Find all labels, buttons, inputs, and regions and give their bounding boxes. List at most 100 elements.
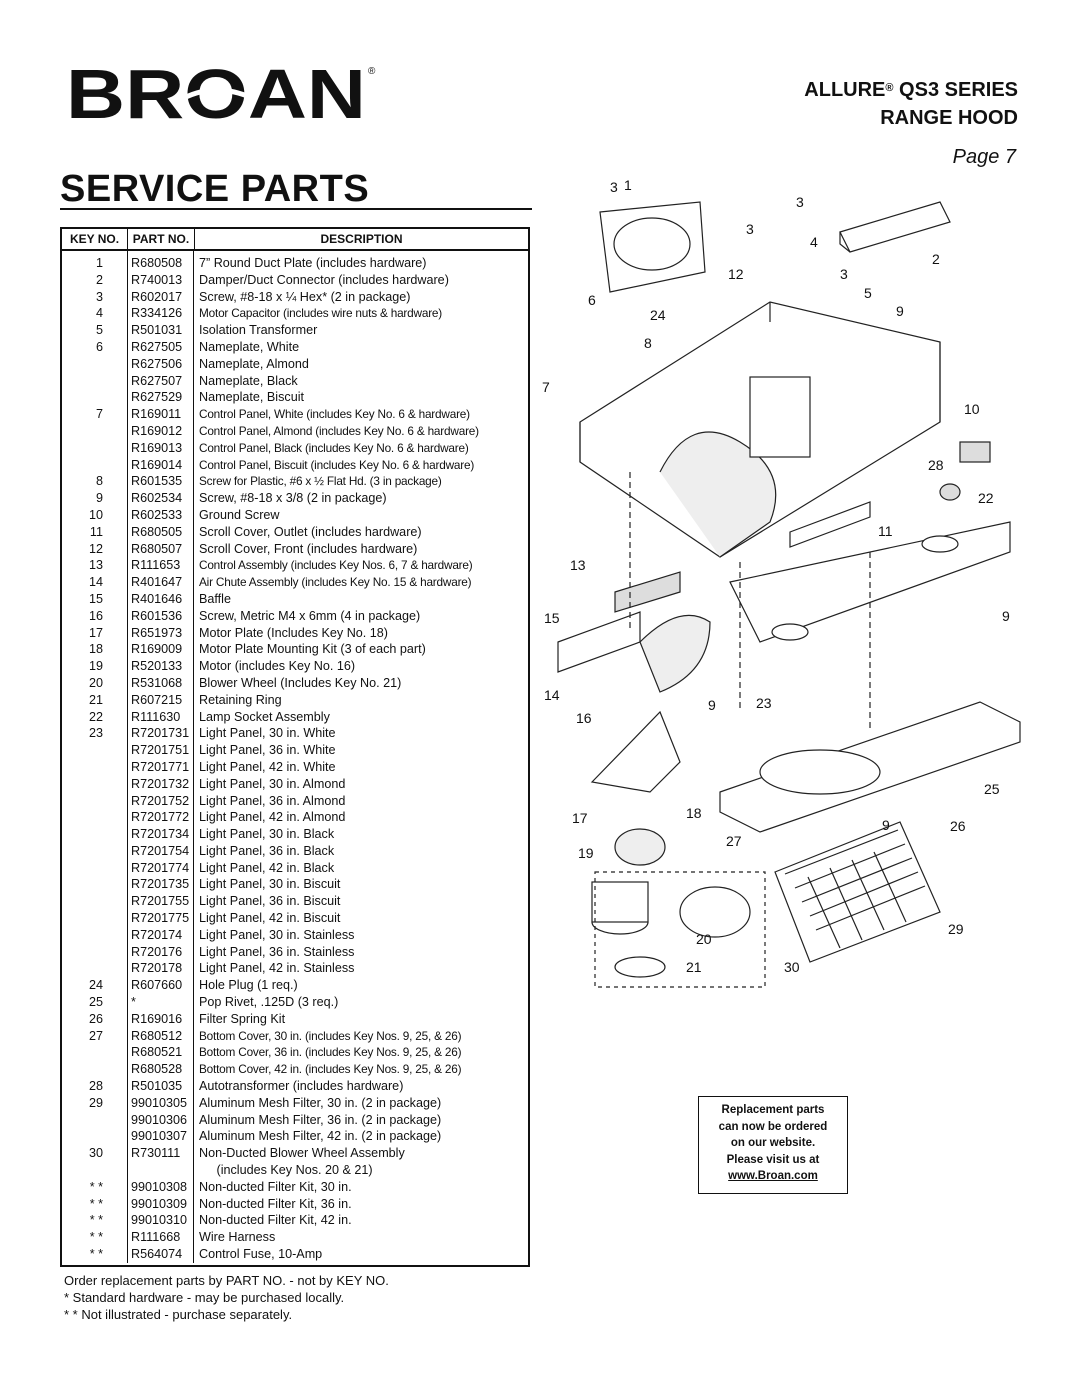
key-no-cell: 21 [88,692,103,707]
svg-text:3: 3 [796,194,804,210]
key-no-cell: 14 [88,575,103,590]
description-cell: Control Fuse, 10-Amp [199,1247,323,1262]
key-no-cell [62,809,127,826]
description-cell: Blower Wheel (Includes Key No. 21) [199,675,402,690]
key-no-cell [62,960,127,977]
part-no-cell: R7201732 [131,776,190,791]
part-no-cell: 99010310 [131,1213,188,1228]
key-no-cell [62,826,127,843]
description-cell: Light Panel, 36 in. Biscuit [199,894,341,909]
description-cell: Motor (includes Key No. 16) [199,659,356,674]
key-no-cell: 23 [88,726,103,741]
part-no-cell: R720178 [131,961,183,976]
key-no-cell: 8 [95,474,103,489]
part-no-cell: 99010305 [131,1095,188,1110]
part-no-cell: R627529 [131,390,183,405]
description-cell: Light Panel, 30 in. Black [199,827,335,842]
part-no-cell: R7201731 [131,726,190,741]
svg-text:14: 14 [544,687,560,703]
svg-text:11: 11 [878,523,893,539]
key-no-cell [62,843,127,860]
svg-text:18: 18 [686,805,702,821]
part-no-cell: R7201735 [131,877,190,892]
key-no-cell [62,759,127,776]
key-no-cell: 9 [95,491,103,506]
svg-text:9: 9 [896,303,904,319]
part-no-cell: R169014 [131,457,183,472]
key-no-cell: 16 [88,608,103,623]
part-no-cell: R111630 [131,709,181,724]
key-no-cell [62,860,127,877]
description-cell: Non-ducted Filter Kit, 30 in. [199,1179,352,1194]
svg-text:21: 21 [686,959,702,975]
product-type: RANGE HOOD [880,107,1018,129]
key-no-cell [62,1112,127,1129]
part-no-cell: * [131,995,136,1010]
table-row: R7201732 Light Panel, 30 in. Almond [62,776,528,793]
description-cell: Light Panel, 36 in. Stainless [199,944,355,959]
svg-text:7: 7 [542,379,550,395]
svg-text:4: 4 [810,234,818,250]
key-no-cell [62,910,127,927]
key-no-cell: 17 [88,625,103,640]
svg-text:16: 16 [576,710,592,726]
part-no-cell: R169009 [131,642,183,657]
table-row: 9 R602534 Screw, #8-18 x 3/8 (2 in package… [62,490,528,507]
part-no-cell: R602017 [131,289,183,304]
description-cell: Nameplate, Almond [199,356,309,371]
svg-text:10: 10 [964,401,980,417]
website-link[interactable]: www.Broan.com [728,1170,818,1182]
description-cell: Control Panel, White (includes Key No. 6… [199,407,470,422]
key-no-cell [62,457,127,474]
part-no-cell: R7201771 [131,759,190,774]
description-cell: Light Panel, 42 in. Black [199,860,335,875]
description-cell: Light Panel, 30 in. Almond [199,776,346,791]
part-no-cell: R7201754 [131,843,190,858]
key-no-cell: * * [89,1230,103,1245]
part-no-cell: R627506 [131,356,183,371]
key-no-cell: 2 [95,272,103,287]
description-cell: Control Panel, Black (includes Key No. 6… [199,440,469,455]
svg-text:20: 20 [696,931,712,947]
svg-text:29: 29 [948,921,964,937]
part-no-cell: R627507 [131,373,183,388]
part-no-cell: R680521 [131,1045,183,1060]
key-no-cell: 18 [88,642,103,657]
description-cell: Screw, #8-18 x 3/8 (2 in package) [199,491,387,506]
part-no-cell: R564074 [131,1247,183,1262]
key-no-cell [62,1061,127,1078]
description-cell: Screw, Metric M4 x 6mm (4 in package) [199,608,421,623]
part-no-cell: R602534 [131,491,183,506]
footnotes: Order replacement parts by PART NO. - no… [64,1272,389,1323]
svg-text:17: 17 [572,810,588,826]
part-no-cell: R680505 [131,524,183,539]
svg-text:19: 19 [578,845,594,861]
svg-text:27: 27 [726,833,742,849]
key-no-cell: 5 [95,323,103,338]
